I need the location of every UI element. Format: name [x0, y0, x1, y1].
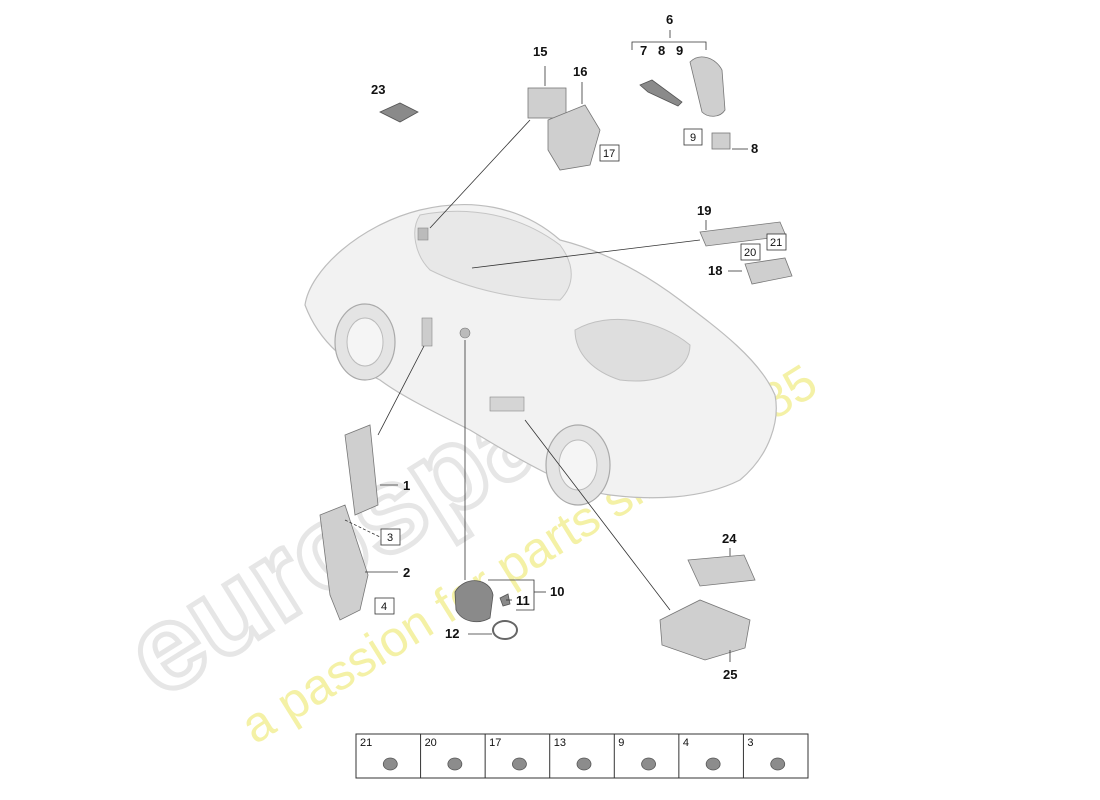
part-11-shape [499, 593, 511, 607]
callout-9-top: 9 [676, 43, 683, 58]
hardware-cell-label: 17 [489, 737, 501, 749]
hardware-cell-label: 20 [425, 737, 437, 749]
callout-8-top: 8 [658, 43, 665, 58]
callout-4: 4 [381, 601, 387, 613]
callout-2: 2 [403, 565, 410, 580]
hardware-cell-label: 3 [747, 737, 753, 749]
parts-6-key: 6 7 8 9 8 9 [631, 12, 758, 156]
part-24-shape [687, 554, 756, 587]
part-23-shape [379, 102, 419, 123]
callout-15: 15 [533, 44, 547, 59]
callout-23: 23 [371, 82, 385, 97]
part-1-shape [344, 424, 379, 516]
part-16-shape [547, 104, 601, 171]
parts-1-4: 1 2 3 4 [319, 424, 410, 621]
bracket-10 [488, 579, 535, 611]
fastener-icon [447, 757, 463, 771]
callout-16: 16 [573, 64, 587, 79]
part-23: 23 [371, 82, 419, 123]
callout-17: 17 [603, 148, 615, 160]
parts-18-21: 19 21 20 18 [697, 203, 793, 285]
car-illustration [304, 203, 777, 506]
hardware-cell: 9 [613, 734, 656, 778]
callout-21: 21 [770, 237, 782, 249]
part-25-shape [659, 599, 751, 661]
hardware-table: 21 20 17 13 9 4 3 [355, 733, 809, 779]
car-roof-module [417, 227, 429, 241]
callout-7: 7 [640, 43, 647, 58]
callout-9: 9 [690, 132, 696, 144]
fastener-icon [512, 757, 527, 771]
hardware-cell: 13 [549, 734, 592, 778]
leader-lines [377, 119, 701, 611]
box-4 [374, 597, 395, 615]
part-8-shape [711, 132, 731, 150]
callout-10: 10 [550, 584, 564, 599]
car-console-module [489, 396, 525, 412]
hardware-cell-label: 9 [618, 737, 624, 749]
car-roof [414, 210, 572, 301]
fastener-icon [641, 757, 656, 771]
part-6-shape [689, 56, 726, 117]
hardware-cell-label: 13 [554, 737, 566, 749]
parts-10-12: 10 11 12 [445, 579, 564, 641]
callout-25: 25 [723, 667, 737, 682]
fastener-icon [705, 757, 721, 771]
car-body [304, 203, 777, 499]
box-9 [683, 128, 703, 146]
leader-3 [344, 519, 381, 538]
callout-3: 3 [387, 532, 393, 544]
part-2-shape [319, 504, 369, 621]
hardware-cell: 20 [420, 734, 463, 778]
car-door-module [421, 317, 433, 347]
leader-15-car [429, 119, 531, 229]
fastener-icon [770, 757, 786, 771]
callout-18: 18 [708, 263, 722, 278]
car-switch-mount [459, 327, 471, 339]
hardware-table-frame [355, 733, 809, 779]
callout-6: 6 [666, 12, 673, 27]
callout-19: 19 [697, 203, 711, 218]
rear-wheel-rim [558, 439, 598, 491]
parts-15-16: 15 16 17 [527, 44, 620, 171]
leader-25-car [524, 419, 671, 611]
callout-20: 20 [744, 247, 756, 259]
part-15-shape [527, 87, 567, 119]
hardware-cell: 17 [484, 734, 527, 778]
fastener-icon [382, 757, 398, 771]
rear-window [574, 318, 691, 382]
part-10-shape [454, 580, 494, 623]
box-21 [766, 233, 787, 251]
callout-24: 24 [722, 531, 737, 546]
hardware-cell: 21 [360, 737, 398, 771]
leader-1-car [377, 345, 425, 436]
bracket-6 [631, 30, 707, 50]
box-3 [380, 528, 401, 546]
hardware-cell-label: 21 [360, 737, 372, 749]
front-wheel-rim [346, 317, 384, 367]
hardware-cell-label: 4 [683, 737, 689, 749]
hardware-cell: 4 [678, 734, 721, 778]
leader-19-car [471, 239, 701, 269]
callout-8: 8 [751, 141, 758, 156]
parts-24-25: 24 25 [659, 531, 756, 682]
callout-12: 12 [445, 626, 459, 641]
fastener-icon [576, 757, 592, 771]
hardware-cell: 3 [742, 734, 786, 778]
callout-1: 1 [403, 478, 410, 493]
box-17 [599, 144, 620, 162]
box-20 [740, 243, 761, 261]
part-12-shape [492, 620, 518, 640]
callout-11: 11 [516, 593, 530, 608]
part-7-shape [639, 79, 683, 107]
part-18-shape [744, 257, 793, 285]
